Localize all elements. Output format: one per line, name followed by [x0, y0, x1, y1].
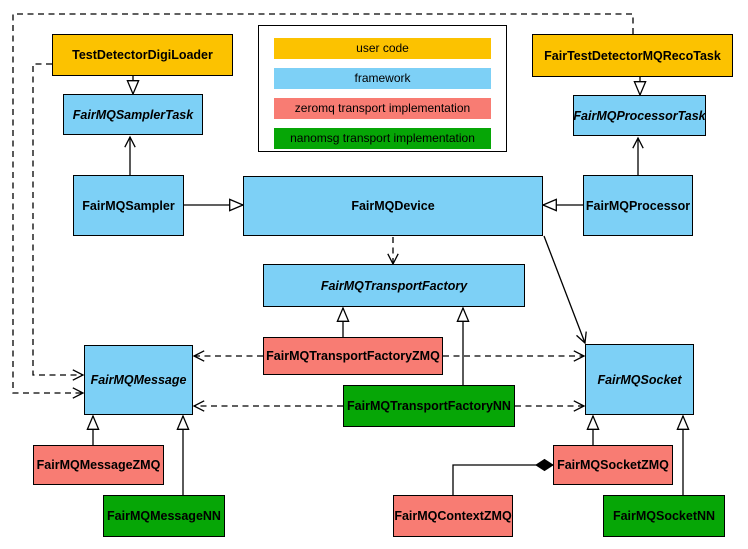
node-fairmqsocketnn: FairMQSocketNN	[603, 495, 725, 537]
edge-contextzmq-socketzmq	[452, 458, 554, 495]
node-fairmqprocessortask: FairMQProcessorTask	[573, 95, 706, 136]
node-fairmqprocessor: FairMQProcessor	[583, 175, 693, 236]
legend-item-user-code: user code	[274, 38, 491, 59]
legend-item-framework: framework	[274, 68, 491, 89]
node-fairmqsampler: FairMQSampler	[73, 175, 184, 236]
node-fairmqmessagenn: FairMQMessageNN	[103, 495, 225, 537]
node-fairmqdevice: FairMQDevice	[243, 176, 543, 236]
node-fairtestdetectormqrecotask: FairTestDetectorMQRecoTask	[532, 34, 733, 77]
edge-device-socket	[543, 235, 587, 345]
node-testdetectordigiloader: TestDetectorDigiLoader	[52, 34, 233, 76]
node-fairmqcontextzmq: FairMQContextZMQ	[393, 495, 513, 537]
node-fairmqsocket: FairMQSocket	[585, 344, 694, 415]
node-fairmqmessagezmq: FairMQMessageZMQ	[33, 445, 164, 485]
legend-box: user code framework zeromq transport imp…	[258, 25, 507, 152]
node-fairmqtransportfactory: FairMQTransportFactory	[263, 264, 525, 307]
node-fairmqsocketzmq: FairMQSocketZMQ	[553, 445, 673, 485]
legend-item-nanomsg: nanomsg transport implementation	[274, 128, 491, 149]
node-fairmqsamplertask: FairMQSamplerTask	[63, 94, 203, 135]
node-fairmqmessage: FairMQMessage	[84, 345, 193, 415]
node-fairmqtransportfactorynn: FairMQTransportFactoryNN	[343, 385, 515, 427]
node-fairmqtransportfactoryzmq: FairMQTransportFactoryZMQ	[263, 337, 443, 375]
legend-item-zeromq: zeromq transport implementation	[274, 98, 491, 119]
